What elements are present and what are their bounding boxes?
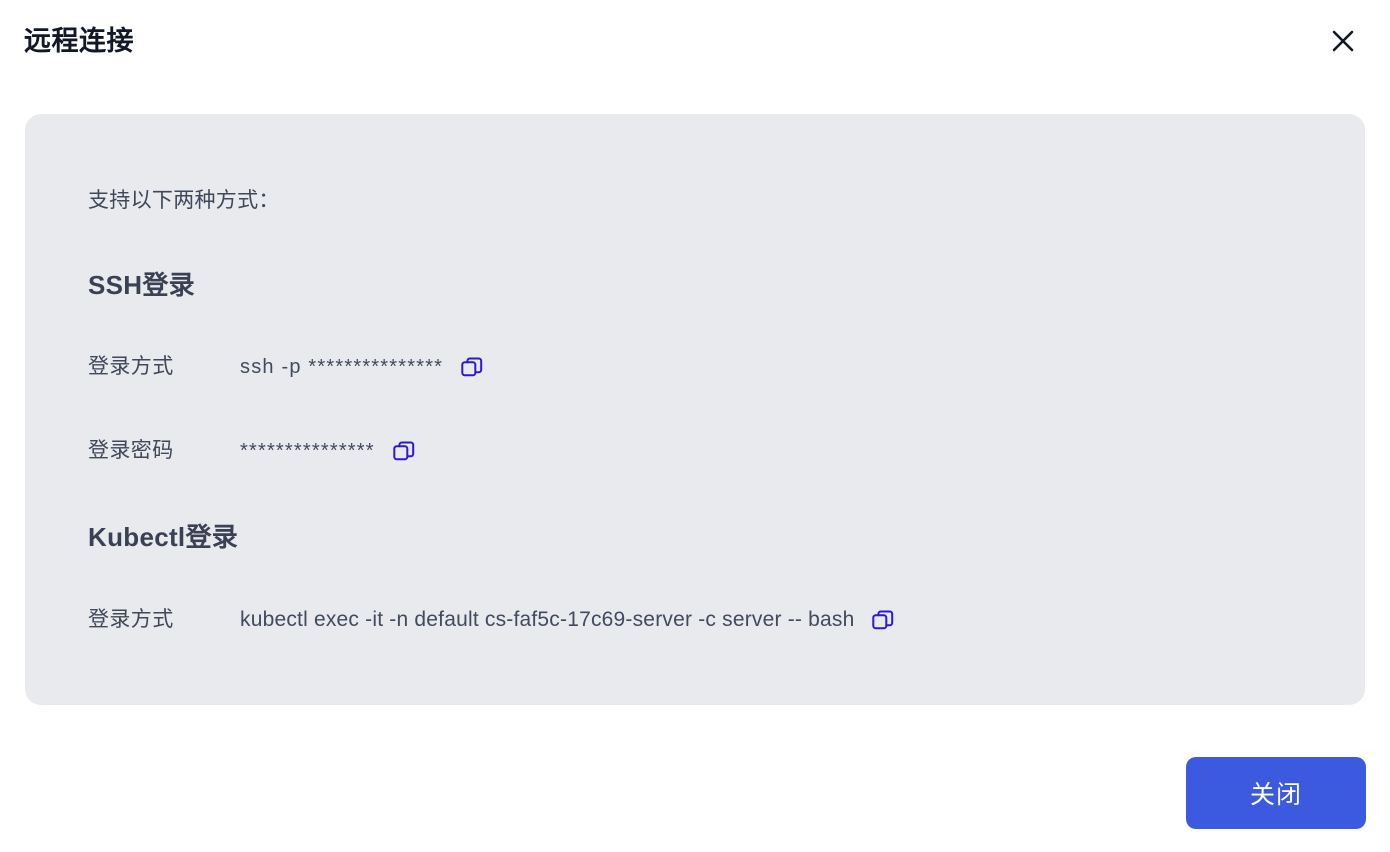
dialog-header: 远程连接 <box>0 0 1390 82</box>
info-label: 登录密码 <box>88 439 174 462</box>
connection-info-panel: 支持以下两种方式： SSH登录 登录方式 ssh -p ************… <box>25 114 1365 705</box>
copy-icon[interactable] <box>870 607 896 633</box>
section-heading-ssh: SSH登录 <box>88 270 195 300</box>
copy-icon[interactable] <box>459 354 485 380</box>
close-button[interactable]: 关闭 <box>1186 757 1366 829</box>
info-row-ssh-command: 登录方式 ssh -p *************** <box>88 350 485 384</box>
section-heading-kubectl: Kubectl登录 <box>88 522 239 552</box>
dialog-footer: 关闭 <box>0 735 1390 852</box>
info-value: *************** <box>240 440 375 462</box>
info-label: 登录方式 <box>88 355 174 378</box>
intro-text: 支持以下两种方式： <box>88 189 280 212</box>
page-title: 远程连接 <box>24 26 134 56</box>
info-value: kubectl exec -it -n default cs-faf5c-17c… <box>240 608 855 631</box>
info-row-kubectl-command: 登录方式 kubectl exec -it -n default cs-faf5… <box>88 603 896 637</box>
info-row-ssh-password: 登录密码 *************** <box>88 434 417 468</box>
info-value: ssh -p *************** <box>240 356 444 378</box>
close-icon[interactable] <box>1326 24 1360 58</box>
info-label: 登录方式 <box>88 608 174 631</box>
copy-icon[interactable] <box>391 438 417 464</box>
